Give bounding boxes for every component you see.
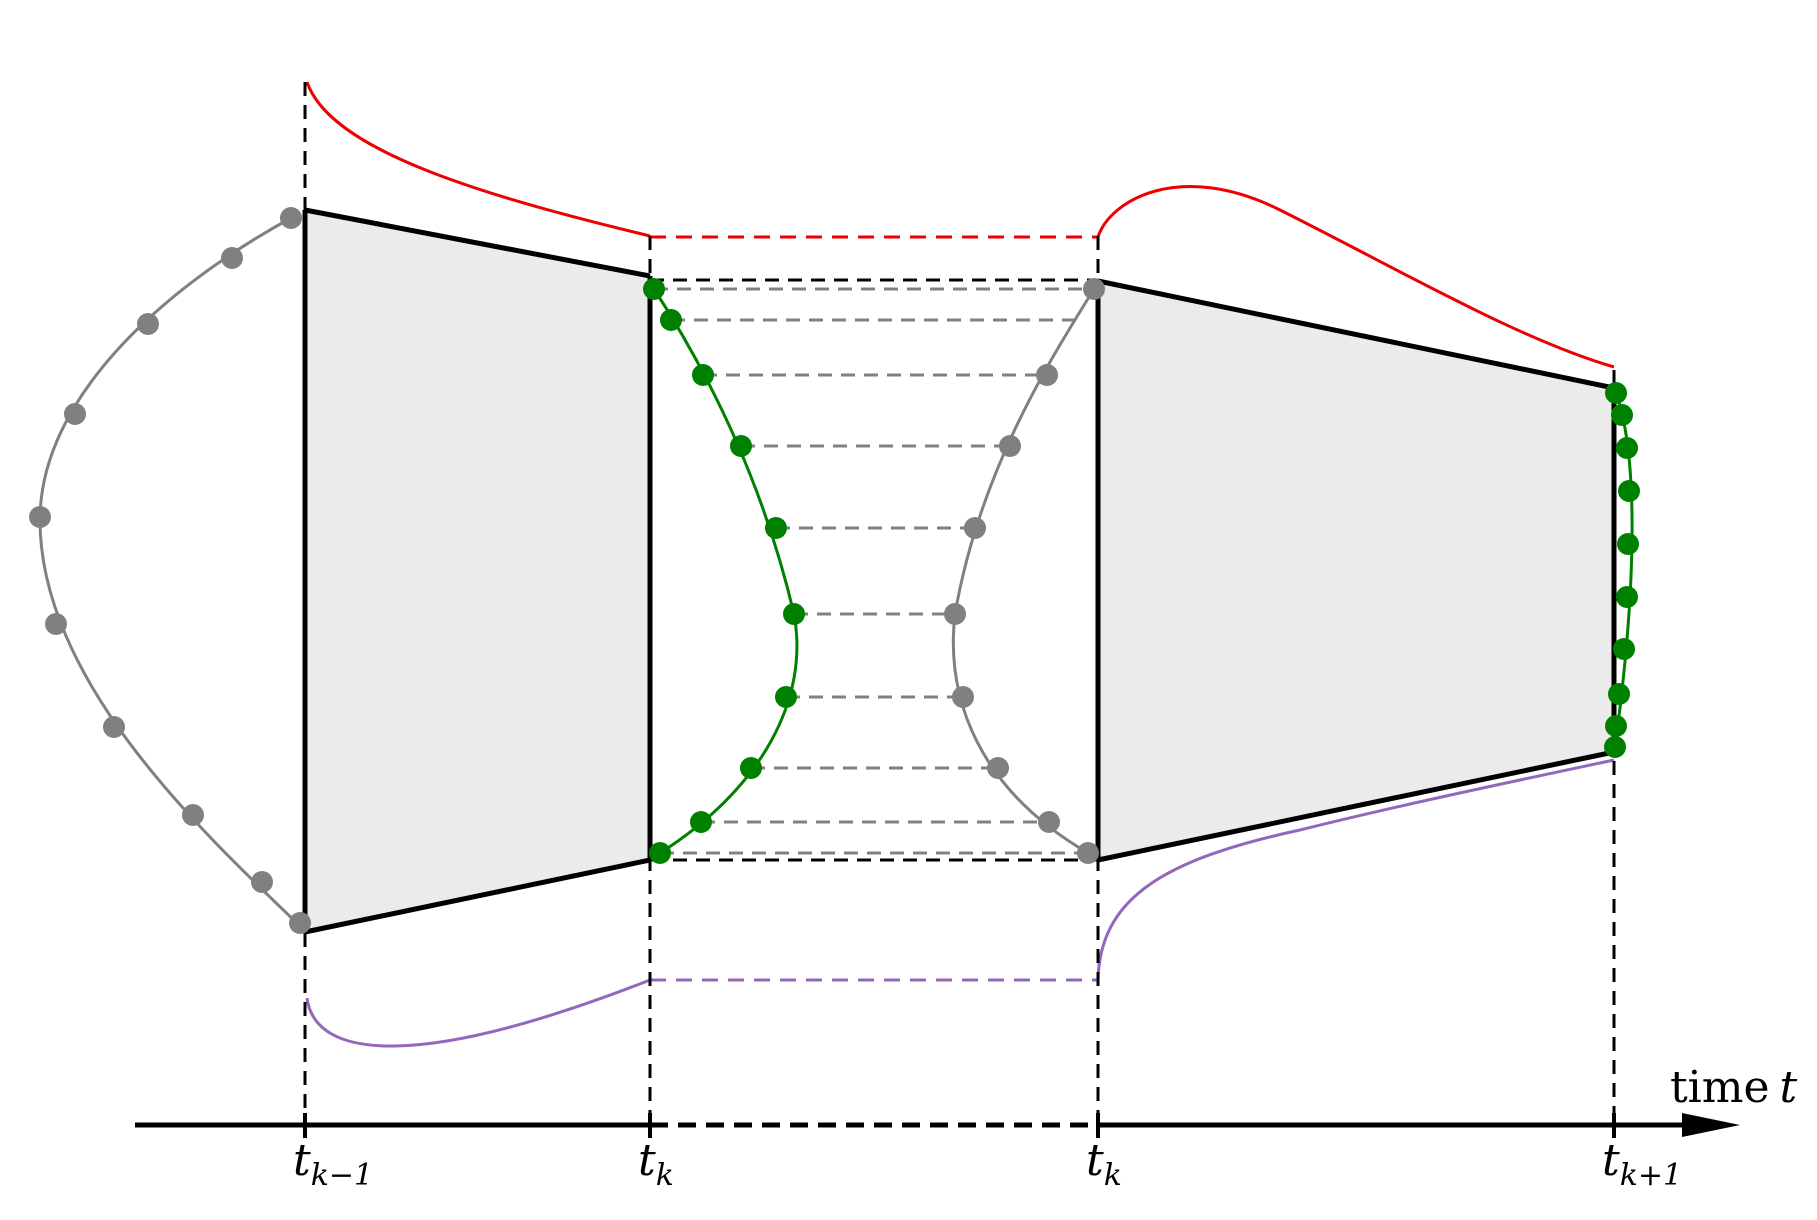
time-axis-arrowhead: [1682, 1113, 1740, 1137]
collocation-node: [1617, 533, 1639, 555]
collocation-node: [730, 435, 752, 457]
tick-label-t-k-plus-1: tk+1: [1602, 1135, 1682, 1193]
node-connectors: [654, 287, 1094, 855]
collocation-node: [1604, 736, 1626, 758]
collocation-node: [783, 603, 805, 625]
collocation-node: [1608, 683, 1630, 705]
trapezoid-left-bottom: [304, 857, 651, 935]
grid-node: [987, 757, 1009, 779]
time-axis: [135, 1113, 1740, 1138]
lower-bound-curve-left: [305, 978, 651, 1048]
trapezoid-outlines: [302, 207, 1617, 935]
grid-node: [1083, 278, 1105, 300]
collocation-node: [1618, 480, 1640, 502]
grid-node: [999, 435, 1021, 457]
grid-node: [944, 603, 966, 625]
upper-bound-curve-right: [1096, 185, 1615, 369]
grid-node: [29, 506, 51, 528]
collocation-nodes-right: [1604, 382, 1640, 758]
time-axis-ticks: [303, 1113, 1616, 1138]
tick-label-t-k-minus-1: tk−1: [293, 1135, 373, 1193]
grid-node: [1077, 842, 1099, 864]
collocation-node: [692, 364, 714, 386]
grid-node: [952, 686, 974, 708]
trapezoid-right-bottom: [1097, 749, 1615, 863]
collocation-node: [1611, 404, 1633, 426]
grid-node: [289, 912, 311, 934]
grid-node: [964, 517, 986, 539]
collocation-node: [765, 517, 787, 539]
trapezoid-right-top: [1097, 278, 1615, 391]
collocation-node: [1616, 437, 1638, 459]
interval-trapezoid-left: [305, 210, 650, 932]
collocation-node: [649, 842, 671, 864]
collocation-node: [1613, 638, 1635, 660]
grid-node: [280, 207, 302, 229]
upper-bound-curve-left: [305, 81, 651, 238]
collocation-nodes-middle: [643, 278, 805, 864]
grid-node: [64, 403, 86, 425]
collocation-node: [1605, 382, 1627, 404]
trapezoid-left-top: [304, 207, 651, 279]
tick-label-t-k-right: tk: [1086, 1135, 1122, 1193]
collocation-node: [690, 811, 712, 833]
grid-node: [103, 716, 125, 738]
transition-box: [650, 278, 1098, 862]
grid-curve-left: [38, 216, 302, 928]
grid-node: [251, 871, 273, 893]
lower-bound-curve-right: [1096, 758, 1615, 981]
grid-curve-middle: [951, 288, 1096, 855]
grid-node: [1036, 364, 1058, 386]
grid-node: [137, 313, 159, 335]
grid-nodes-left: [29, 207, 311, 934]
collocation-node: [775, 686, 797, 708]
grid-node: [45, 613, 67, 635]
collocation-node: [740, 757, 762, 779]
tick-label-t-k-left: tk: [638, 1135, 674, 1193]
collocation-node: [660, 309, 682, 331]
grid-nodes-middle: [944, 278, 1105, 864]
grid-node: [1038, 811, 1060, 833]
collocation-node: [1616, 586, 1638, 608]
grid-node: [221, 247, 243, 269]
collocation-node: [643, 278, 665, 300]
grid-node: [182, 804, 204, 826]
interval-trapezoid-right: [1098, 281, 1614, 860]
collocation-node: [1605, 715, 1627, 737]
